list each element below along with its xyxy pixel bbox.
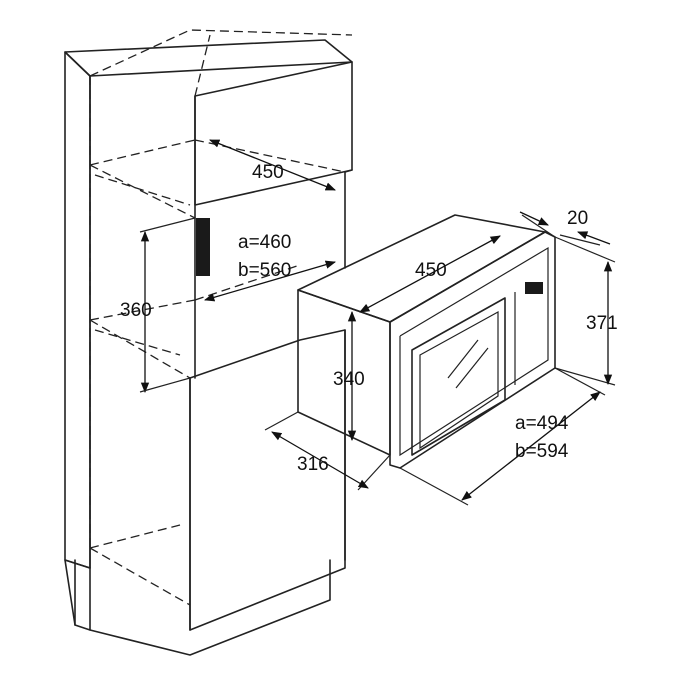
dimension-lines <box>139 139 616 506</box>
label-niche-width-a: a=460 <box>238 232 291 253</box>
label-niche-height: 360 <box>120 300 152 321</box>
vent-slot <box>196 218 210 276</box>
dim-niche-width <box>204 260 336 302</box>
tall-cabinet <box>64 39 353 656</box>
label-front-width-b: b=594 <box>515 441 569 462</box>
label-body-height: 340 <box>333 369 365 390</box>
dim-oven-depth <box>359 235 501 313</box>
door-window <box>411 297 506 456</box>
cabinet-left-side-edge <box>64 51 91 569</box>
label-oven-depth: 450 <box>415 260 447 281</box>
lower-door <box>189 329 346 631</box>
dim-trim <box>577 231 611 245</box>
dimension-labels: 450 a=460 b=560 360 20 450 371 340 316 a… <box>120 162 618 475</box>
label-front-height: 371 <box>586 313 618 334</box>
dim-body-width <box>271 431 369 489</box>
cabinet-plinth-left <box>64 559 91 631</box>
label-trim-depth: 20 <box>567 208 588 229</box>
dim-niche-depth <box>209 139 336 191</box>
upper-panel <box>194 61 353 206</box>
cabinet-plinth-front <box>89 559 331 656</box>
label-niche-width-b: b=560 <box>238 260 291 281</box>
label-front-width-a: a=494 <box>515 413 569 434</box>
display-icon <box>525 282 543 294</box>
dim-front-width <box>461 391 601 501</box>
label-body-width: 316 <box>297 454 329 475</box>
label-niche-depth: 450 <box>252 162 284 183</box>
